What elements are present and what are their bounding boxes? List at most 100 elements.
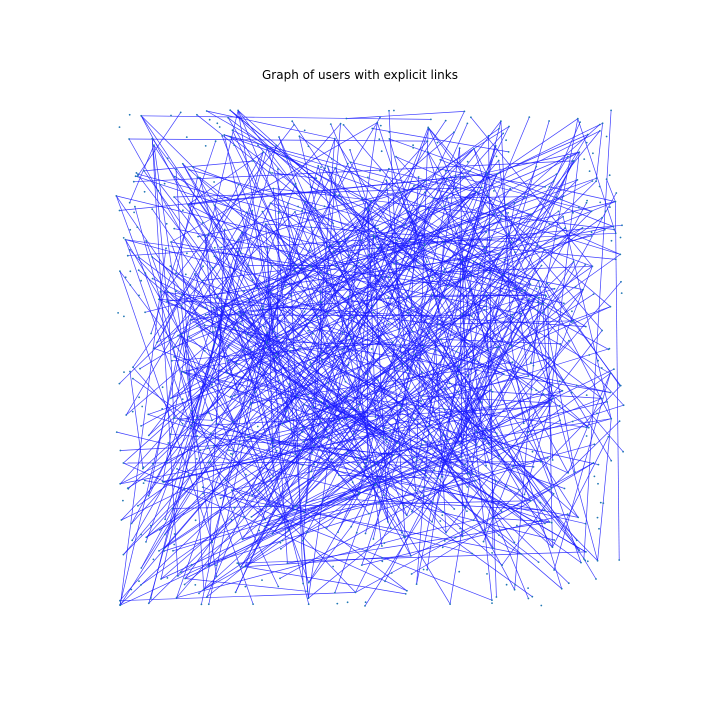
graph-edge xyxy=(119,110,239,606)
graph-node xyxy=(338,474,340,477)
graph-node xyxy=(411,330,414,332)
graph-node xyxy=(273,355,275,358)
graph-node xyxy=(413,418,415,420)
graph-node xyxy=(305,501,308,504)
graph-node xyxy=(207,411,210,414)
graph-node xyxy=(571,310,573,313)
graph-node xyxy=(442,297,445,299)
graph-node xyxy=(119,449,122,452)
graph-node xyxy=(264,525,266,528)
graph-node xyxy=(453,131,455,134)
graph-node xyxy=(588,170,591,173)
graph-node xyxy=(582,288,584,291)
graph-node xyxy=(551,546,554,549)
graph-edge xyxy=(374,151,580,239)
graph-edge xyxy=(170,433,534,468)
graph-node xyxy=(442,241,445,244)
graph-node xyxy=(350,525,353,528)
graph-edge xyxy=(313,406,519,491)
graph-edge xyxy=(238,311,611,393)
graph-node xyxy=(618,559,621,561)
graph-node xyxy=(337,531,339,533)
graph-node xyxy=(385,437,388,440)
graph-node xyxy=(232,421,235,423)
graph-edge xyxy=(279,470,435,518)
graph-node xyxy=(173,416,176,419)
graph-node xyxy=(209,460,212,463)
graph-node xyxy=(321,498,324,501)
graph-node xyxy=(228,345,230,347)
graph-node xyxy=(187,474,190,476)
graph-node xyxy=(542,393,545,395)
graph-node xyxy=(243,290,246,293)
graph-node xyxy=(383,494,385,497)
graph-node xyxy=(370,348,373,350)
graph-node xyxy=(115,431,118,433)
graph-node xyxy=(427,151,429,153)
graph-node xyxy=(218,126,221,128)
graph-node xyxy=(527,587,529,589)
graph-node xyxy=(278,136,280,138)
graph-edge xyxy=(424,441,531,502)
graph-edge xyxy=(583,558,597,580)
graph-node xyxy=(435,298,438,300)
graph-node xyxy=(454,187,457,190)
graph-node xyxy=(366,373,369,376)
graph-node xyxy=(192,420,195,423)
graph-node xyxy=(177,575,179,577)
graph-edge xyxy=(291,121,580,551)
graph-node xyxy=(412,144,414,147)
graph-node xyxy=(557,210,560,213)
graph-node xyxy=(520,312,522,315)
graph-edge xyxy=(288,255,502,512)
graph-node xyxy=(214,140,217,143)
graph-node xyxy=(173,533,176,535)
graph-node xyxy=(293,270,296,272)
graph-node xyxy=(417,262,420,264)
graph-edge xyxy=(116,431,555,541)
graph-edge xyxy=(170,122,378,243)
graph-node xyxy=(601,122,604,125)
graph-node xyxy=(135,172,138,174)
graph-node xyxy=(125,414,128,416)
graph-node xyxy=(535,389,538,392)
graph-node xyxy=(531,450,534,453)
graph-node xyxy=(319,420,322,423)
graph-node xyxy=(181,398,184,401)
graph-node xyxy=(598,185,601,188)
graph-node xyxy=(208,118,211,121)
graph-edge xyxy=(162,319,192,482)
graph-node xyxy=(128,248,131,251)
graph-node xyxy=(461,535,464,538)
graph-node xyxy=(166,290,169,293)
graph-node xyxy=(396,367,398,370)
graph-node xyxy=(203,588,205,591)
graph-edge xyxy=(461,121,502,280)
graph-edge xyxy=(119,271,213,543)
graph-node xyxy=(538,519,541,522)
graph-node xyxy=(474,358,476,361)
graph-node xyxy=(503,258,506,261)
graph-node xyxy=(326,312,329,315)
graph-node xyxy=(311,451,313,454)
graph-node xyxy=(141,405,144,408)
graph-node xyxy=(524,195,526,198)
graph-edge xyxy=(128,138,288,420)
graph-node xyxy=(380,150,383,153)
graph-node xyxy=(374,416,377,418)
graph-node xyxy=(302,440,305,443)
graph-node xyxy=(166,300,169,303)
graph-node xyxy=(244,565,246,568)
graph-edge xyxy=(388,110,401,330)
graph-node xyxy=(507,151,510,153)
graph-node xyxy=(227,116,230,119)
graph-node xyxy=(552,180,555,183)
graph-node xyxy=(334,591,336,594)
graph-node xyxy=(406,311,409,314)
graph-node xyxy=(278,516,281,518)
graph-node xyxy=(307,329,309,332)
graph-edge xyxy=(137,112,181,177)
graph-node xyxy=(406,210,409,213)
graph-node xyxy=(547,306,549,308)
graph-edge xyxy=(445,330,603,533)
